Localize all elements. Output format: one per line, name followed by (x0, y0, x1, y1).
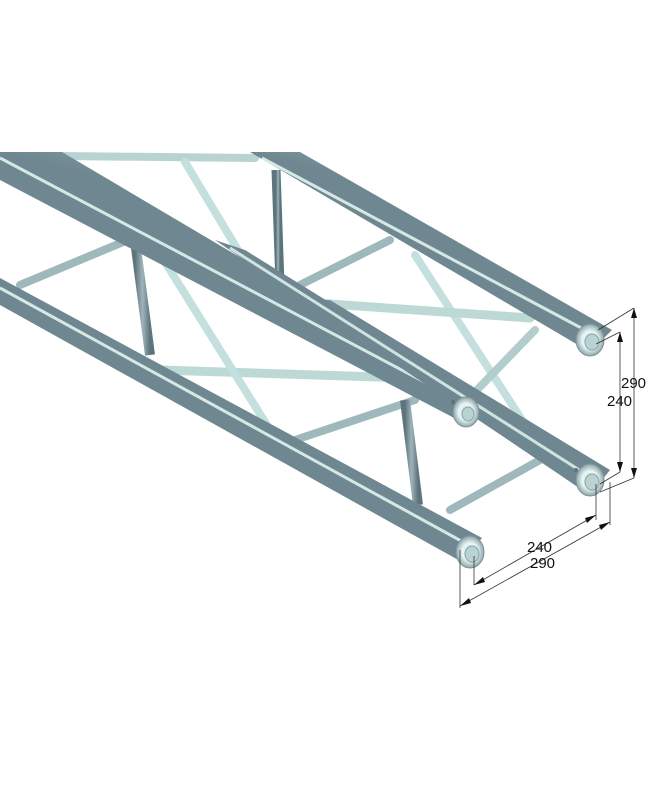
chord-top-front (0, 152, 478, 420)
bracing-back (5, 152, 551, 514)
chord-top-back (250, 152, 612, 352)
dimension-width-inner: 240 (527, 539, 553, 556)
chord-bottom-front (0, 278, 482, 562)
chord-top-right-highlight (261, 156, 601, 340)
tube-end-bottom-front (455, 535, 485, 569)
tube-end-middle (451, 396, 480, 428)
dimension-lines (459, 307, 635, 608)
tube-end-bottom-right (574, 463, 605, 497)
chord-bottom-right (215, 240, 610, 495)
dimension-width-outer: 290 (530, 555, 556, 572)
dimension-height-inner: 240 (607, 393, 633, 410)
tube-end-top-right (575, 323, 605, 357)
dimension-height-outer: 290 (621, 375, 647, 392)
dimension-arrows (460, 308, 637, 606)
